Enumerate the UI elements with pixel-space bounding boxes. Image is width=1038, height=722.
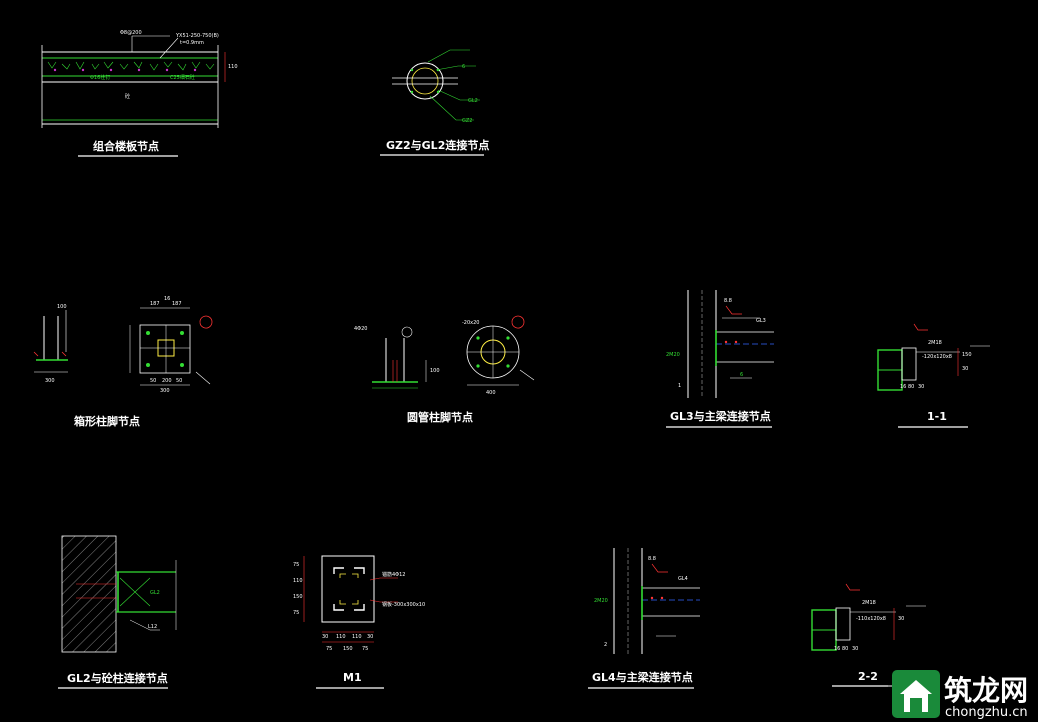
title-box-base: 箱形柱脚节点 xyxy=(74,414,140,428)
sec11-dim-d: 30 xyxy=(962,366,968,372)
m1-dim-r1: 75 xyxy=(293,562,299,568)
gl2c-angle-label: L12 xyxy=(148,624,157,630)
detail-m1-plate: 75 110 150 75 30 110 110 30 75 150 75 锚筋… xyxy=(293,555,425,689)
title-pipe-base: 圆管柱脚节点 xyxy=(407,410,473,424)
box-dim-h2: 187 xyxy=(172,301,182,307)
m1-dim-c3: 75 xyxy=(362,646,368,652)
watermark-cn: 筑龙网 xyxy=(944,674,1028,707)
gz2-gl2-label: GL2 xyxy=(468,98,478,104)
gl2c-beam-label: GL2 xyxy=(150,590,160,596)
title-gl2-column: GL2与砼柱连接节点 xyxy=(67,671,168,685)
box-dim-d2: 100 xyxy=(57,304,67,310)
pipe-width-dim: 400 xyxy=(486,390,496,396)
m1-dim-r3: 110 xyxy=(293,578,303,584)
m1-dim-b4: 30 xyxy=(367,634,373,640)
gl3-beam-label: GL3 xyxy=(756,318,766,324)
slab-concrete-grade-label: C25细石砼 xyxy=(170,74,195,81)
sec11-dim-g: 30 xyxy=(918,384,924,390)
gl3-weld-label: 8.8 xyxy=(724,298,732,304)
watermark: 筑龙网 chongzhu.cn xyxy=(888,666,1038,722)
slab-stud-label: Φ16栓钉 xyxy=(90,74,110,81)
detail-pipe-column-base: 4Φ20 100 -20x20 400 圆管柱脚节点 xyxy=(354,315,535,424)
detail-gl3-main-beam: 8.8 GL3 2M20 6 1 GL3与主梁连接节点 xyxy=(666,290,774,428)
sec11-dim-f: 80 xyxy=(908,384,914,390)
gl4-beam-label: GL4 xyxy=(678,576,688,582)
sec22-dim-f: 30 xyxy=(852,646,858,652)
title-section-1-1: 1-1 xyxy=(927,410,947,423)
sec11-plate: -120x120x8 xyxy=(922,354,952,360)
detail-gl2-concrete-column: GL2 L12 GL2与砼柱连接节点 xyxy=(58,535,177,689)
gl4-section-mark: 2 xyxy=(604,642,607,648)
slab-thk-dim: 110 xyxy=(228,64,238,70)
title-gl3-beam: GL3与主梁连接节点 xyxy=(670,409,771,423)
detail-gl4-main-beam: 8.8 GL4 2M20 2 GL4与主梁连接节点 xyxy=(588,548,700,689)
gz2-col-label: GZ2 xyxy=(462,118,472,124)
pipe-plate-dim: -20x20 xyxy=(462,320,480,326)
gl3-bolts-label: 2M20 xyxy=(666,352,680,358)
sec22-bolts: 2M18 xyxy=(862,600,876,606)
m1-dim-b2: 110 xyxy=(336,634,346,640)
detail-section-1-1: 2M18 -120x120x8 150 30 16 80 30 1-1 xyxy=(877,323,990,428)
gl4-bolts-label: 2M20 xyxy=(594,598,608,604)
box-width-dim: 300 xyxy=(45,378,55,384)
title-section-2-2: 2-2 xyxy=(858,670,878,683)
title-m1: M1 xyxy=(343,671,362,684)
m1-dim-b1: 30 xyxy=(322,634,328,640)
slab-bar-label: Φ8@200 xyxy=(120,30,142,36)
box-dim-e4: 300 xyxy=(160,388,170,394)
sec22-dim-e: 80 xyxy=(842,646,848,652)
gl3-section-mark: 1 xyxy=(678,383,681,389)
sec22-plate: -110x120x8 xyxy=(856,616,886,622)
m1-dim-b3: 110 xyxy=(352,634,362,640)
box-dim-e2: 200 xyxy=(162,378,172,384)
detail-section-2-2: 2M18 -110x120x8 30 16 80 30 2-2 xyxy=(811,583,926,687)
watermark-en: chongzhu.cn xyxy=(945,705,1028,720)
m1-dim-c2: 150 xyxy=(343,646,353,652)
detail-gz2-gl2: GL2 GZ2 6 GZ2与GL2连接节点 xyxy=(380,49,489,156)
detail-composite-slab: Φ8@200 YX51-250-750(B) t=0.9mm Φ16栓钉 C25… xyxy=(41,30,238,157)
gl4-weld-label: 8.8 xyxy=(648,556,656,562)
box-dim-e3: 50 xyxy=(176,378,182,384)
slab-thickness-label: t=0.9mm xyxy=(180,40,204,46)
sec11-dim-e: 16 xyxy=(900,384,906,390)
detail-box-column-base: 300 187 187 16 100 50 200 50 300 箱形柱脚节点 xyxy=(33,296,213,428)
pipe-bolt-tag: 4Φ20 xyxy=(354,326,367,332)
m1-note-plate: 钢板-300x300x10 xyxy=(382,601,425,608)
box-dim-d1: 16 xyxy=(164,296,170,302)
title-gz2-gl2: GZ2与GL2连接节点 xyxy=(386,138,489,152)
pipe-height-dim: 100 xyxy=(430,368,440,374)
m1-dim-c1: 75 xyxy=(326,646,332,652)
gz2-weld-label: 6 xyxy=(462,64,465,70)
m1-note-anchor: 锚筋4Φ12 xyxy=(382,571,405,578)
gl3-weld-size: 6 xyxy=(740,372,743,378)
slab-concrete-label: 砼 xyxy=(125,93,130,100)
title-slab: 组合楼板节点 xyxy=(93,139,159,153)
sec11-dim-c: 150 xyxy=(962,352,972,358)
sec22-dim-d: 16 xyxy=(834,646,840,652)
m1-dim-r4: 150 xyxy=(293,594,303,600)
box-dim-e1: 50 xyxy=(150,378,156,384)
slab-deck-label: YX51-250-750(B) xyxy=(175,33,219,39)
box-dim-h1: 187 xyxy=(150,301,160,307)
sec22-dim-c: 30 xyxy=(898,616,904,622)
m1-dim-r2: 75 xyxy=(293,610,299,616)
title-gl4-beam: GL4与主梁连接节点 xyxy=(592,670,693,684)
sec11-bolts: 2M18 xyxy=(928,340,942,346)
